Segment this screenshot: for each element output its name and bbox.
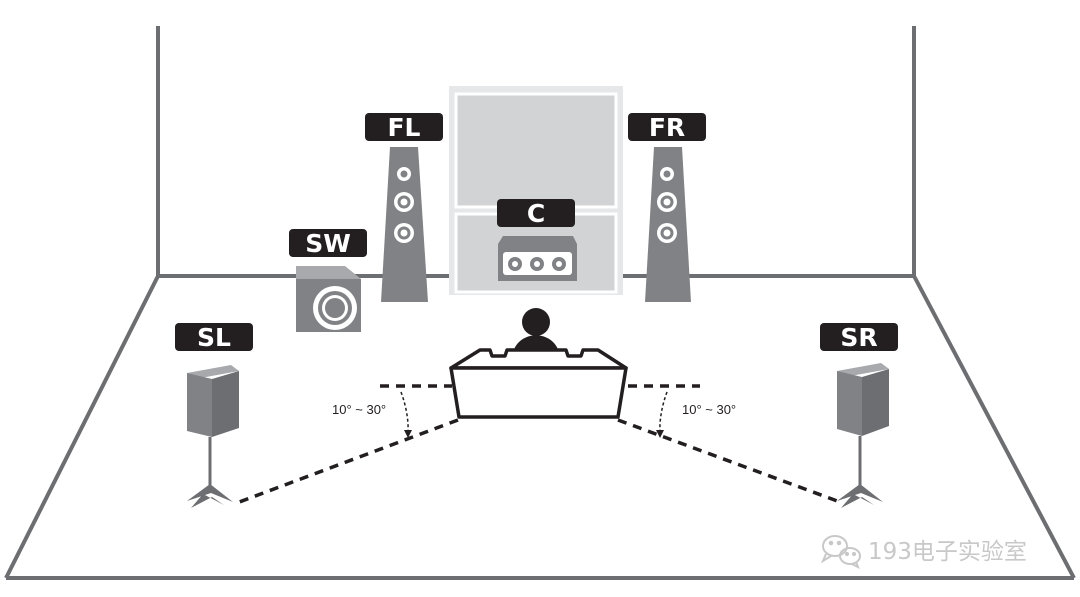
label-sr: SR	[820, 323, 898, 352]
front-left-speaker	[381, 147, 428, 302]
listener-head	[522, 308, 550, 336]
angle-reference-lines	[233, 384, 841, 506]
watermark: 193电子实验室	[820, 535, 1027, 570]
right-angle-arrowhead	[656, 430, 664, 438]
center-speaker	[498, 236, 577, 281]
label-fl-text: FL	[387, 113, 420, 142]
label-c-text: C	[527, 199, 545, 228]
right-angle-label: 10° ~ 30°	[682, 402, 736, 417]
surround-right-speaker	[837, 363, 889, 508]
surround-left-speaker-side	[212, 371, 239, 437]
tv-display	[454, 92, 618, 209]
surround-right-speaker-front	[837, 371, 862, 436]
wechat-icon	[820, 535, 861, 570]
surround-left-speaker-top	[187, 365, 239, 379]
surround-right-speaker-top	[837, 363, 889, 377]
sofa	[449, 348, 628, 419]
watermark-text: 193电子实验室	[868, 539, 1027, 565]
tv-screen	[449, 86, 623, 295]
sofa-seat	[449, 366, 628, 419]
right-angle-arc	[659, 391, 668, 434]
room-floor-left-edge	[4, 275, 160, 579]
label-fr-text: FR	[649, 113, 685, 142]
label-sw-text: SW	[305, 229, 351, 258]
surround-left-speaker	[187, 365, 239, 508]
angle-arcs	[400, 391, 668, 434]
surround-left-stand-base	[187, 484, 233, 508]
subwoofer-top	[296, 266, 361, 279]
surround-right-stand-base	[837, 484, 883, 508]
label-c: C	[497, 199, 575, 228]
room-floor-right-edge	[912, 275, 1076, 579]
label-sl: SL	[175, 323, 253, 352]
front-right-speaker	[645, 147, 691, 302]
left-angle-arrowhead	[404, 430, 412, 438]
left-angle-label: 10° ~ 30°	[332, 402, 386, 417]
center-speaker-top	[498, 236, 577, 244]
subwoofer	[296, 266, 361, 332]
label-sl-text: SL	[197, 323, 231, 352]
left-angle-arc	[400, 391, 409, 434]
label-sr-text: SR	[840, 323, 877, 352]
label-fl: FL	[365, 113, 443, 142]
right-dispersion-line	[617, 418, 841, 504]
label-fr: FR	[628, 113, 706, 142]
label-sw: SW	[289, 229, 367, 258]
surround-right-speaker-side	[862, 369, 889, 436]
left-dispersion-line	[233, 418, 459, 506]
sofa-back	[449, 348, 628, 370]
surround-left-speaker-front	[187, 373, 212, 437]
